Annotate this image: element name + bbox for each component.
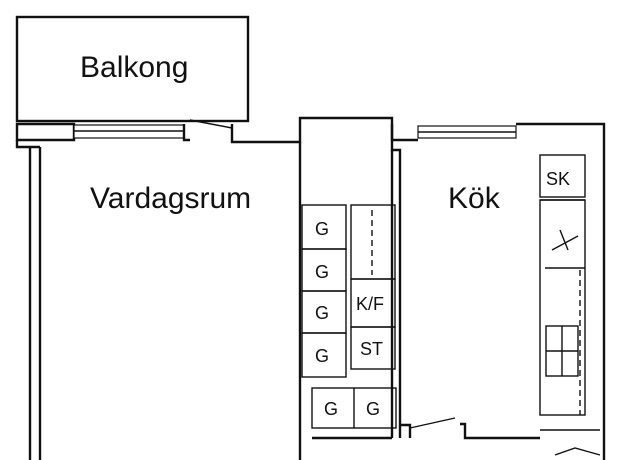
balcony-area [15, 15, 250, 123]
balcony-door [189, 119, 233, 129]
room-label-balcony: Balkong [80, 51, 188, 84]
storage-label: ST [360, 339, 383, 359]
wardrobe-label: G [315, 262, 329, 282]
wardrobe-label: G [315, 346, 329, 366]
wardrobe-label: G [366, 399, 380, 419]
wardrobe-label: G [315, 219, 329, 239]
wardrobe-column [301, 204, 397, 429]
kitchen-fixtures [539, 154, 586, 416]
room-label-living-room: Vardagsrum [90, 182, 251, 215]
kitchen-wall-left [390, 124, 402, 438]
exterior-wall-top [15, 116, 606, 460]
fridge-freezer-label: K/F [356, 294, 384, 314]
room-label-kitchen: Kök [448, 182, 501, 215]
closet-column [350, 204, 396, 370]
living-room-walls [28, 142, 302, 460]
kitchen-lower [312, 417, 601, 456]
cabinet-label: SK [546, 169, 570, 189]
wardrobe-label: G [324, 399, 338, 419]
wardrobe-label: G [315, 303, 329, 323]
